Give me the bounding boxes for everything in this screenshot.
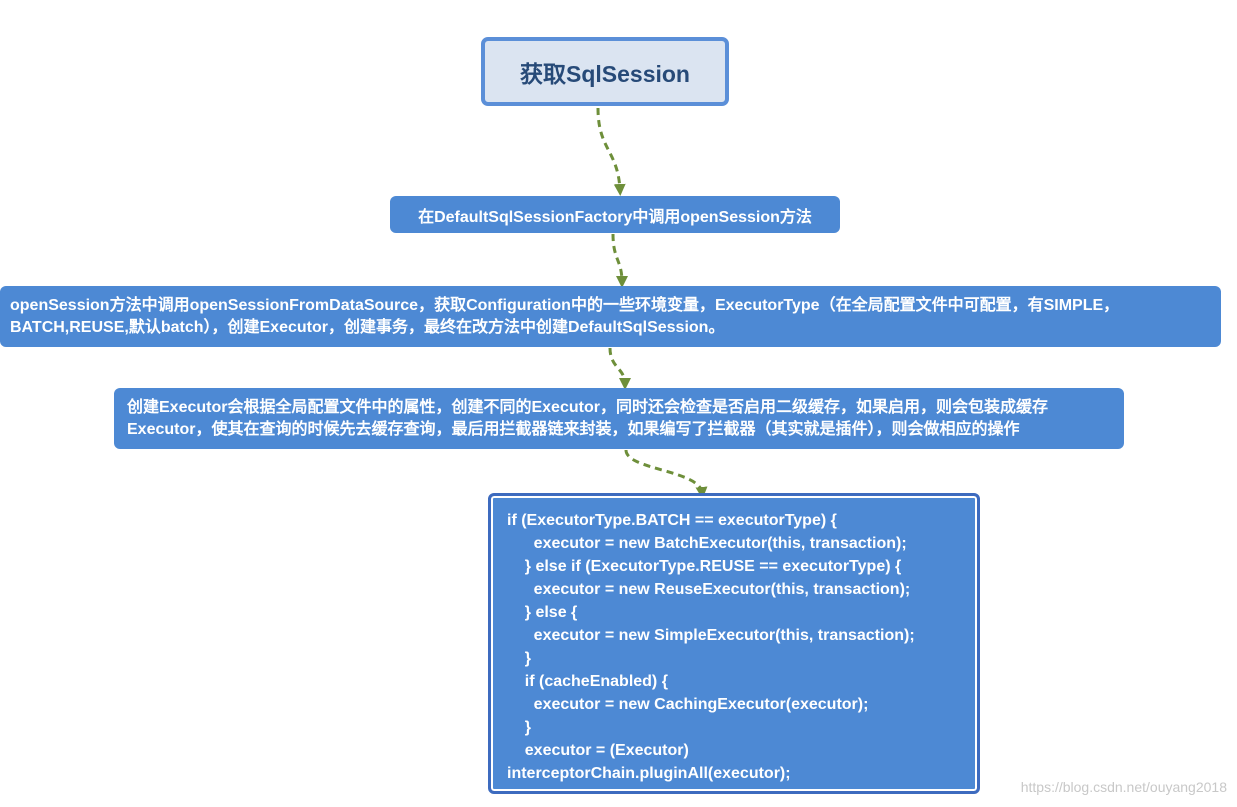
code-line: executor = new CachingExecutor(executor)… (507, 696, 869, 713)
step3-line: Executor，使其在查询的时候先去缓存查询，最后用拦截器链来封装，如果编写了… (127, 421, 1020, 438)
code-line: } (507, 650, 532, 667)
step3-node: 创建Executor会根据全局配置文件中的属性，创建不同的Executor，同时… (114, 388, 1124, 449)
code-line: executor = new BatchExecutor(this, trans… (507, 535, 907, 552)
connector-step1-to-step2 (611, 233, 628, 288)
step2-node: openSession方法中调用openSessionFromDataSourc… (0, 286, 1221, 347)
code-line: } else { (507, 604, 578, 621)
connector-title-to-step1 (596, 107, 626, 196)
step1-text: 在DefaultSqlSessionFactory中调用openSession方… (418, 208, 812, 226)
code-line: if (cacheEnabled) { (507, 673, 668, 690)
code-line: if (ExecutorType.BATCH == executorType) … (507, 512, 837, 529)
step3-line: 创建Executor会根据全局配置文件中的属性，创建不同的Executor，同时… (127, 399, 1048, 416)
step2-line: openSession方法中调用openSessionFromDataSourc… (10, 297, 1120, 314)
connector-step3-to-code (624, 449, 708, 499)
title-text: 获取SqlSession (520, 60, 690, 87)
connector-step2-to-step3 (608, 347, 631, 390)
code-line: interceptorChain.pluginAll(executor); (507, 765, 791, 782)
title-node: 获取SqlSession (481, 37, 729, 106)
step1-node: 在DefaultSqlSessionFactory中调用openSession方… (390, 196, 840, 233)
code-line: } else if (ExecutorType.REUSE == executo… (507, 558, 902, 575)
code-node: if (ExecutorType.BATCH == executorType) … (488, 493, 980, 794)
watermark: https://blog.csdn.net/ouyang2018 (1020, 779, 1227, 795)
step2-line: BATCH,REUSE,默认batch），创建Executor，创建事务，最终在… (10, 319, 725, 336)
code-line: executor = (Executor) (507, 742, 689, 759)
code-line: executor = new SimpleExecutor(this, tran… (507, 627, 915, 644)
code-line: } (507, 719, 532, 736)
code-line: executor = new ReuseExecutor(this, trans… (507, 581, 911, 598)
